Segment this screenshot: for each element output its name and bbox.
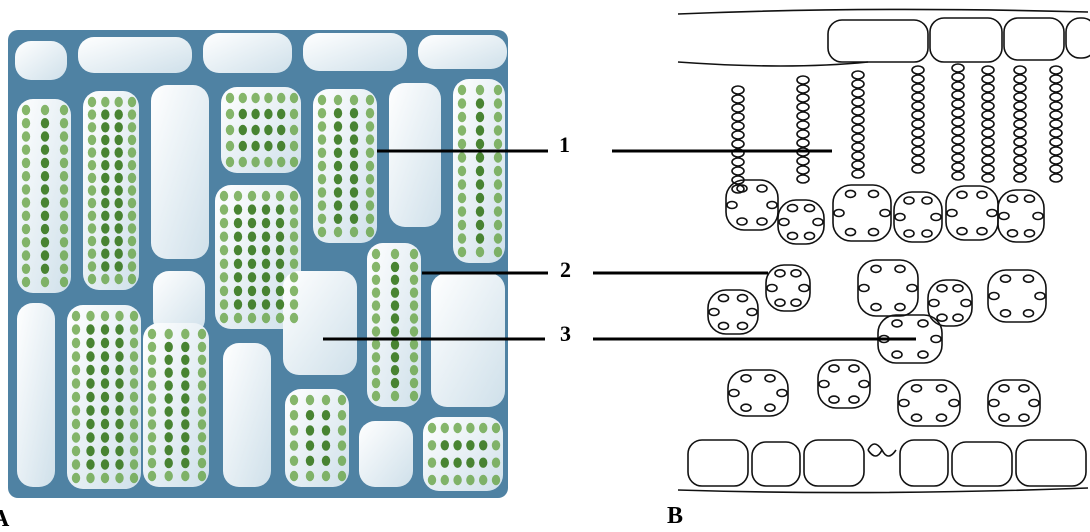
label-1: 1 bbox=[559, 134, 570, 156]
panel-letter-a: A bbox=[0, 507, 9, 531]
panel-letter-b: B bbox=[667, 504, 683, 528]
label-2: 2 bbox=[560, 259, 571, 281]
label-3: 3 bbox=[560, 323, 571, 345]
